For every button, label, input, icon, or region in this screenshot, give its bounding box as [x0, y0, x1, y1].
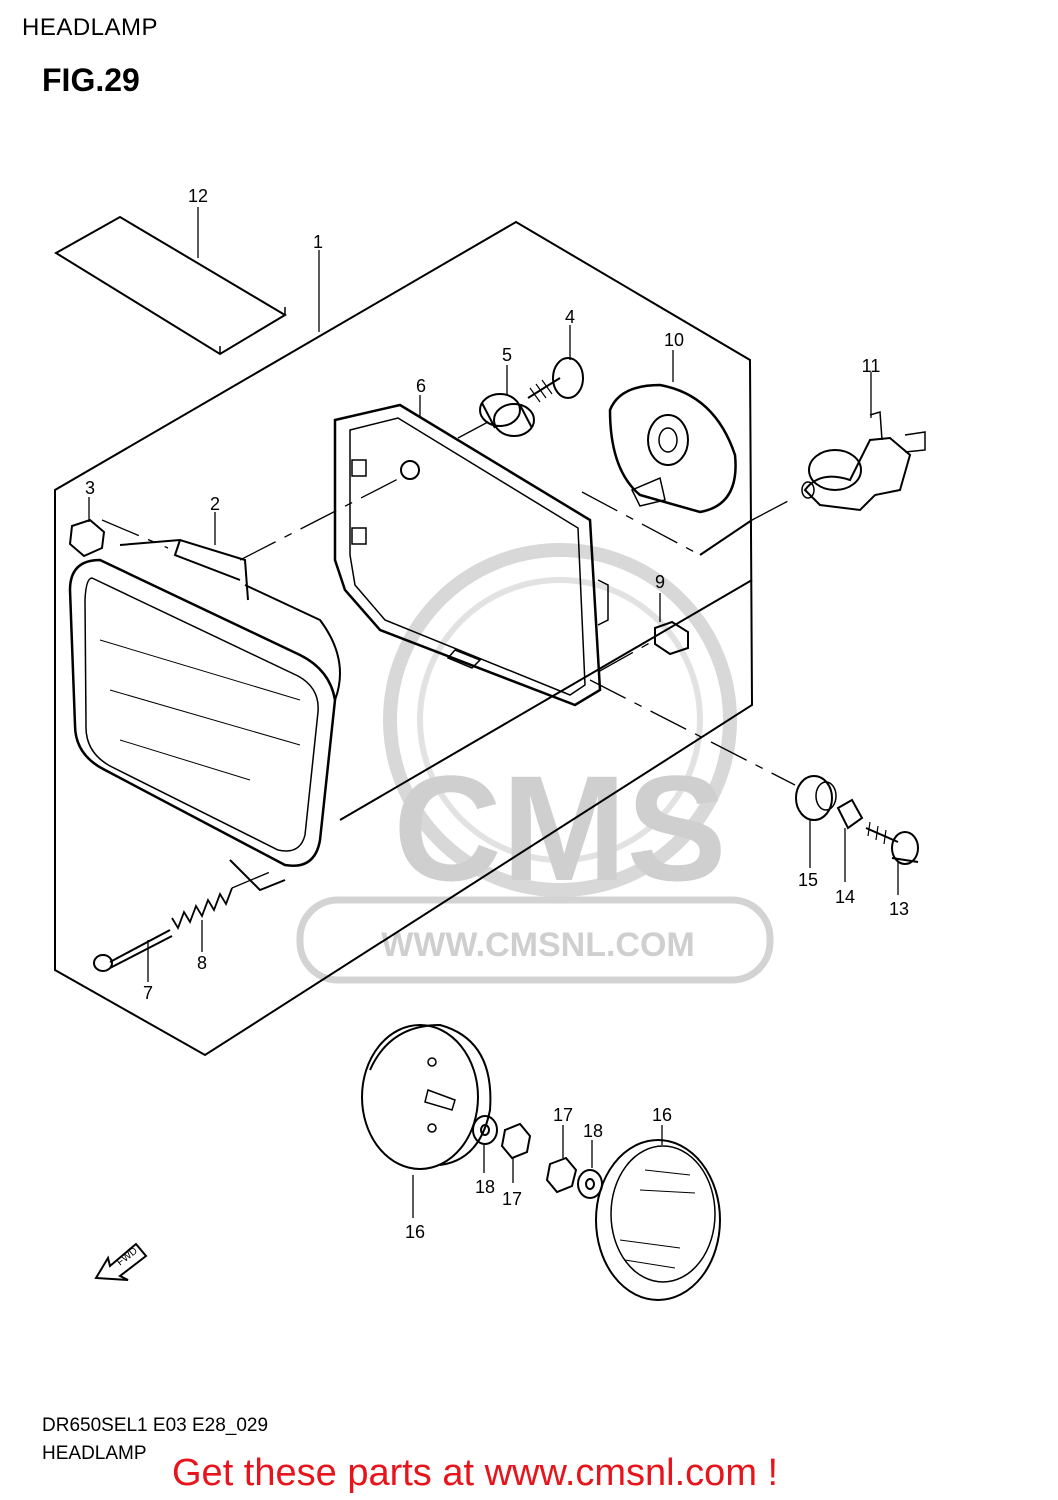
callout-17-right: 17	[502, 1189, 522, 1209]
part-17-nut	[500, 1122, 532, 1160]
part-14-collar	[836, 798, 864, 830]
callout-2: 2	[210, 494, 220, 514]
callout-11: 11	[862, 356, 881, 376]
callout-18-right: 18	[583, 1121, 603, 1141]
callout-16-right: 16	[652, 1105, 672, 1125]
callout-numbers: 1 2 3 4 5 6 7 8 9 10 11 12 13 14 15 16 1…	[85, 186, 909, 1242]
assembly-outline-inner	[339, 519, 753, 821]
part-13-bolt	[865, 821, 919, 865]
part-9-clip	[654, 620, 689, 656]
callout-9: 9	[655, 572, 665, 592]
leader-lines	[88, 207, 899, 1218]
callout-3: 3	[85, 478, 95, 498]
part-3-clip	[68, 518, 106, 558]
part-4-screw	[527, 357, 584, 403]
callout-6: 6	[416, 376, 426, 396]
model-code: DR650SEL1 E03 E28_029	[42, 1415, 269, 1436]
callout-15: 15	[798, 870, 818, 890]
callout-14: 14	[835, 887, 855, 907]
watermark-url: WWW.CMSNL.COM	[381, 926, 695, 964]
part-6-mounting-frame	[333, 403, 609, 707]
assembly-outline	[54, 220, 754, 1057]
part-18-washer	[472, 1115, 498, 1145]
callout-8: 8	[197, 953, 207, 973]
part-7-long-screw	[93, 929, 173, 972]
page-header-title: HEADLAMP	[22, 14, 159, 41]
part-17-nut	[545, 1156, 578, 1194]
callout-5: 5	[502, 345, 512, 365]
callout-17-left: 17	[553, 1105, 573, 1125]
callout-7: 7	[143, 983, 153, 1003]
callout-12: 12	[188, 186, 208, 206]
callout-10: 10	[664, 330, 684, 350]
callout-16-left: 16	[405, 1222, 425, 1242]
callout-18-left: 18	[475, 1177, 495, 1197]
figure-number: FIG.29	[42, 62, 140, 98]
part-5-grommet	[479, 393, 535, 437]
callout-13: 13	[889, 899, 909, 919]
callout-4: 4	[565, 307, 575, 327]
part-2-headlamp-unit	[68, 538, 341, 892]
part-11-bulb	[801, 411, 926, 512]
part-8-spring	[171, 887, 233, 931]
assembly-connector-lines	[101, 421, 796, 889]
part-12-label-sheet	[54, 215, 287, 356]
cmsnl-watermark: CMS WWW.CMSNL.COM	[296, 543, 774, 984]
part-10-socket-cover	[608, 383, 737, 514]
get-parts-link[interactable]: Get these parts at www.cmsnl.com !	[172, 1452, 779, 1494]
part-15-grommet	[795, 775, 837, 821]
section-name: HEADLAMP	[42, 1443, 147, 1464]
part-16-rear-cover	[361, 1023, 492, 1170]
callout-1: 1	[313, 232, 323, 252]
part-16-front-lens	[595, 1139, 721, 1301]
fwd-arrow-icon	[94, 1242, 148, 1281]
